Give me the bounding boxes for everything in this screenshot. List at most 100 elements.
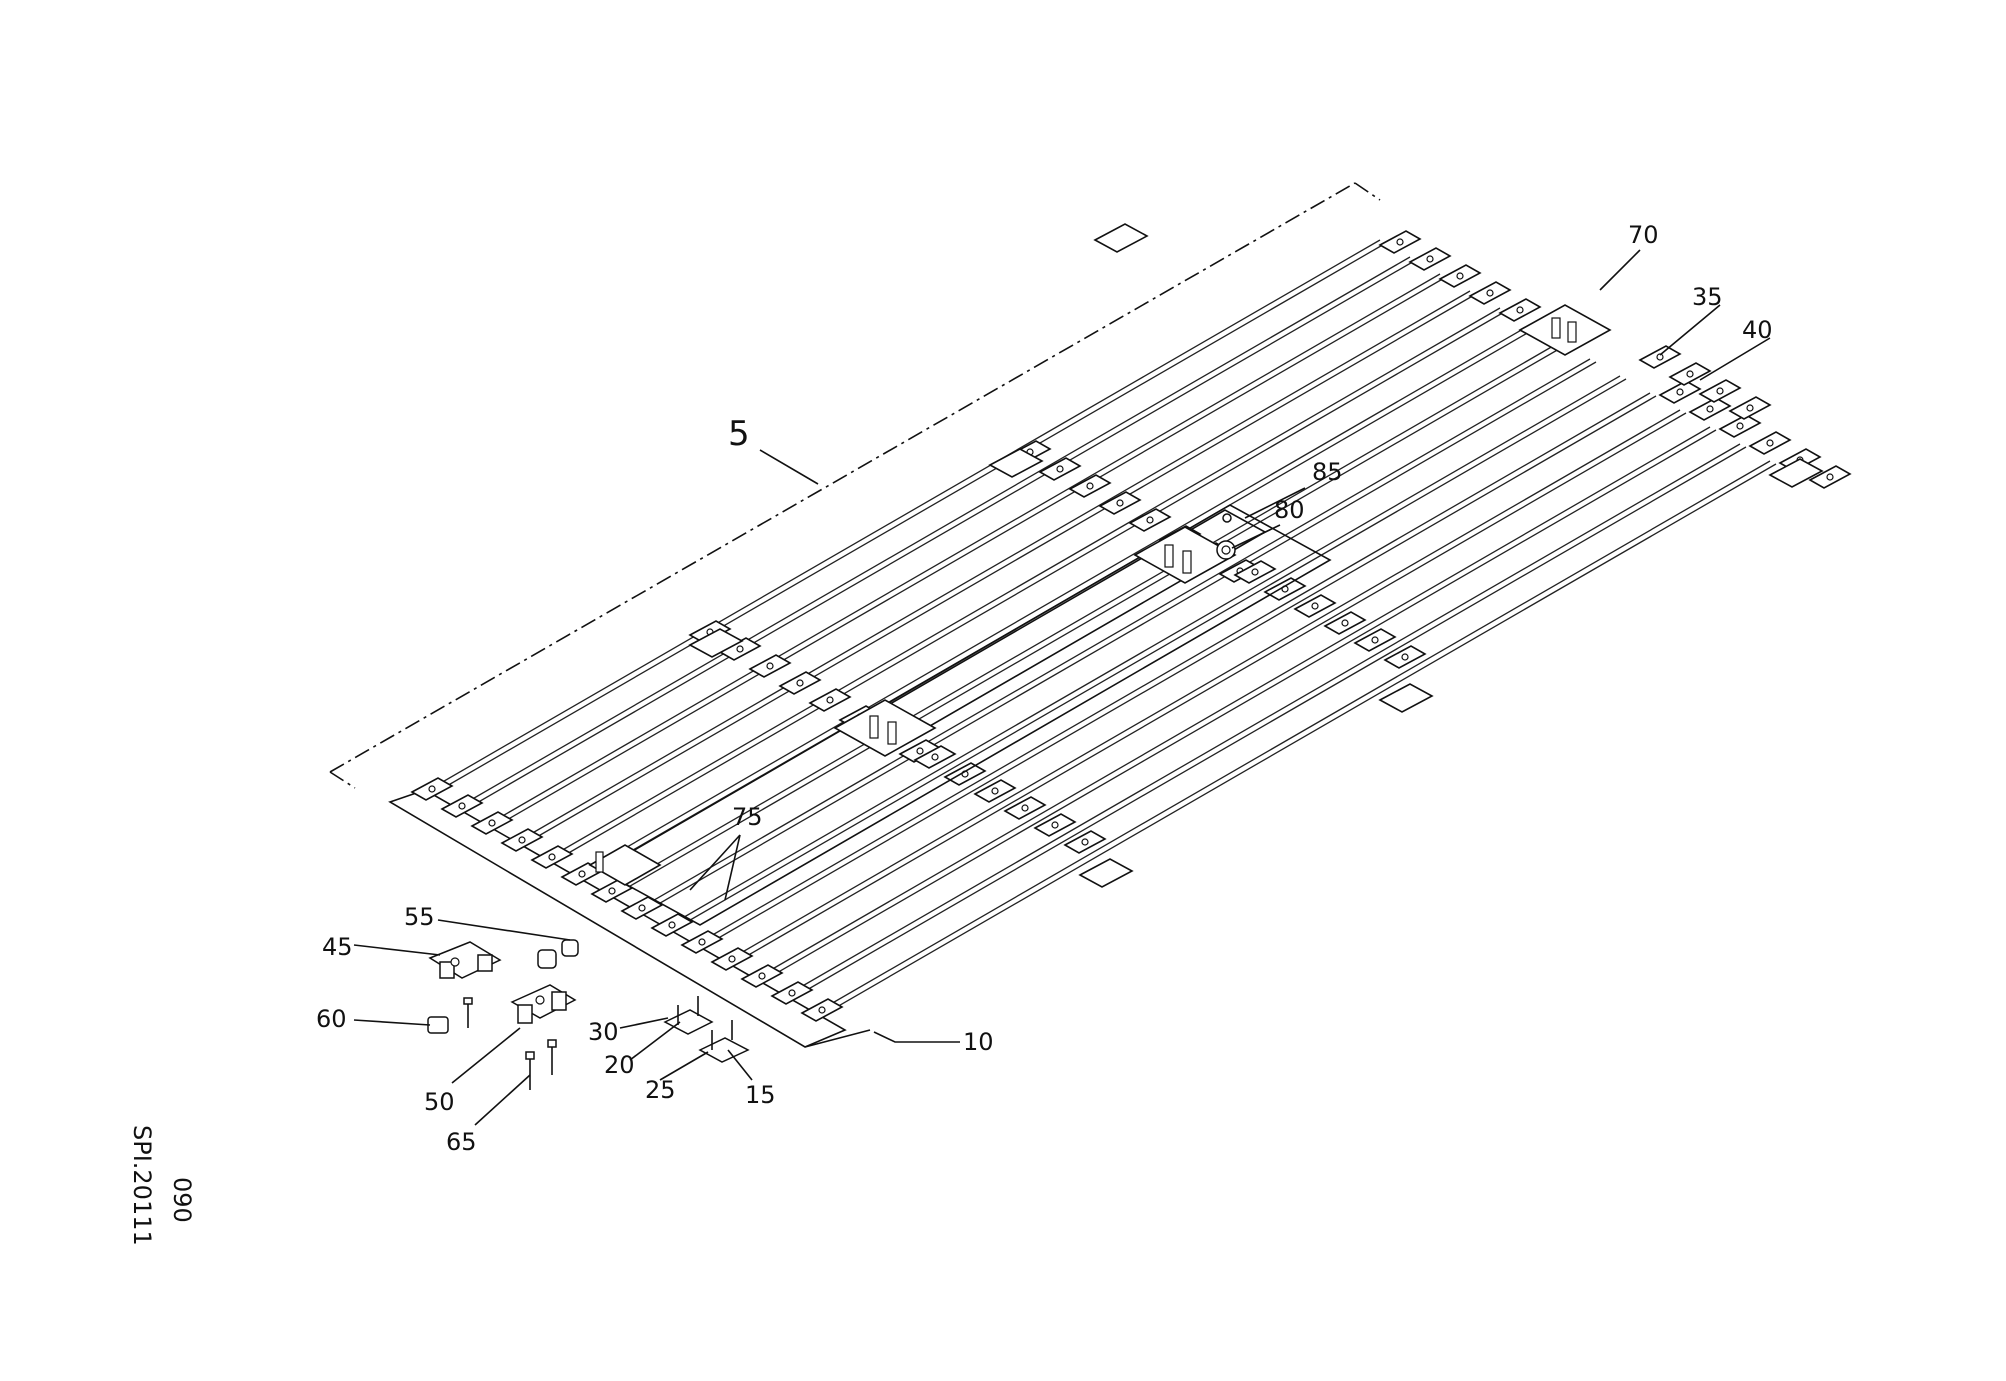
- part-55-bushing: [537, 939, 579, 969]
- end-tab: [1093, 223, 1149, 253]
- callout-45: 45: [322, 933, 353, 961]
- callout-50: 50: [424, 1088, 455, 1116]
- rail-line: [485, 276, 1447, 833]
- clip-hole: [428, 785, 436, 793]
- clip-hole: [796, 679, 804, 687]
- callout-85: 85: [1312, 458, 1343, 486]
- clip-hole: [1516, 306, 1524, 314]
- assembly-bracket: [329, 182, 1381, 789]
- clip-hole: [1676, 388, 1684, 396]
- clip-hole: [818, 1006, 826, 1014]
- clip-hole: [931, 753, 939, 761]
- callout-25: 25: [645, 1076, 676, 1104]
- rail-line: [725, 412, 1687, 969]
- clip-hole: [788, 989, 796, 997]
- clip-hole: [766, 662, 774, 670]
- callout-5: 5: [728, 414, 750, 454]
- rail-line: [689, 392, 1651, 949]
- rail-line: [755, 429, 1717, 986]
- callout-30: 30: [588, 1018, 619, 1046]
- rail-line: [539, 307, 1501, 864]
- clip-hole: [578, 870, 586, 878]
- clip-hole: [1021, 804, 1029, 812]
- callout-35: 35: [1692, 283, 1723, 311]
- clip-hole: [991, 787, 999, 795]
- callout-20: 20: [604, 1051, 635, 1079]
- clip-hole: [1401, 653, 1409, 661]
- rail-line: [569, 324, 1531, 881]
- clip-hole: [1371, 636, 1379, 644]
- rail-line: [629, 358, 1591, 915]
- clip-hole: [736, 645, 744, 653]
- rail-bundle: [419, 239, 1777, 1020]
- clip-hole: [826, 696, 834, 704]
- clip-hole: [608, 887, 616, 895]
- rail-line: [815, 463, 1777, 1020]
- clip-hole: [548, 853, 556, 861]
- clip-hole: [1056, 465, 1064, 473]
- rail-line: [719, 409, 1681, 966]
- clip-hole: [728, 955, 736, 963]
- end-tab: [1768, 458, 1824, 488]
- mounting-blocks: [588, 304, 1612, 886]
- callout-10: 10: [963, 1028, 994, 1056]
- rail-line: [509, 290, 1471, 847]
- rail-line: [665, 378, 1627, 935]
- clip-hole: [1736, 422, 1744, 430]
- clip-hole: [1146, 516, 1154, 524]
- rail-line: [695, 395, 1657, 952]
- clip-hole: [1766, 439, 1774, 447]
- rail-line: [635, 361, 1597, 918]
- clip-hole: [1396, 238, 1404, 246]
- callout-55: 55: [404, 903, 435, 931]
- callout-80: 80: [1274, 496, 1305, 524]
- clip-hole: [1116, 499, 1124, 507]
- clip-hole: [1826, 473, 1834, 481]
- clip-hole: [1746, 404, 1754, 412]
- rail-line: [599, 341, 1561, 898]
- callout-labels: 5 10 15 20 25 30 35 40 45 50 55 60 65 70…: [316, 221, 1773, 1156]
- clip-hole: [638, 904, 646, 912]
- clip-hole: [488, 819, 496, 827]
- rail-line: [515, 293, 1477, 850]
- clip-hole: [698, 938, 706, 946]
- clip-hole: [1086, 482, 1094, 490]
- clip-hole: [458, 802, 466, 810]
- part-80-nut: [1216, 540, 1236, 560]
- rail-line: [659, 375, 1621, 932]
- end-tab: [688, 628, 744, 658]
- part-85-pin: [1222, 513, 1232, 523]
- part-50-bracket: [510, 984, 577, 1024]
- clip-hole: [1081, 838, 1089, 846]
- rail-line: [455, 259, 1417, 816]
- end-tab: [1378, 683, 1434, 713]
- rail-line: [545, 310, 1507, 867]
- figure-code: SPI.20111: [128, 1125, 156, 1246]
- callout-40: 40: [1742, 316, 1773, 344]
- callout-15: 15: [745, 1081, 776, 1109]
- callout-60: 60: [316, 1005, 347, 1033]
- rail-line: [449, 256, 1411, 813]
- part-65-screws: [525, 1039, 557, 1090]
- part-60-clip: [427, 997, 473, 1034]
- rail-line: [419, 239, 1381, 796]
- rail-line: [605, 344, 1567, 901]
- clip-hole: [518, 836, 526, 844]
- clip-hole: [758, 972, 766, 980]
- base-frame: [388, 789, 871, 1048]
- clip-hole: [1686, 370, 1694, 378]
- clip-hole: [1716, 387, 1724, 395]
- clip-hole: [1426, 255, 1434, 263]
- clip-hole: [1251, 568, 1259, 576]
- rail-line: [779, 443, 1741, 1000]
- callout-75: 75: [732, 803, 763, 831]
- part-15-25-clamp: [698, 1020, 750, 1063]
- rail-line: [785, 446, 1747, 1003]
- callout-70: 70: [1628, 221, 1659, 249]
- rail-line: [809, 460, 1771, 1017]
- cross-plates: [410, 223, 1852, 1022]
- clip-hole: [1051, 821, 1059, 829]
- part-45-bracket: [428, 941, 502, 979]
